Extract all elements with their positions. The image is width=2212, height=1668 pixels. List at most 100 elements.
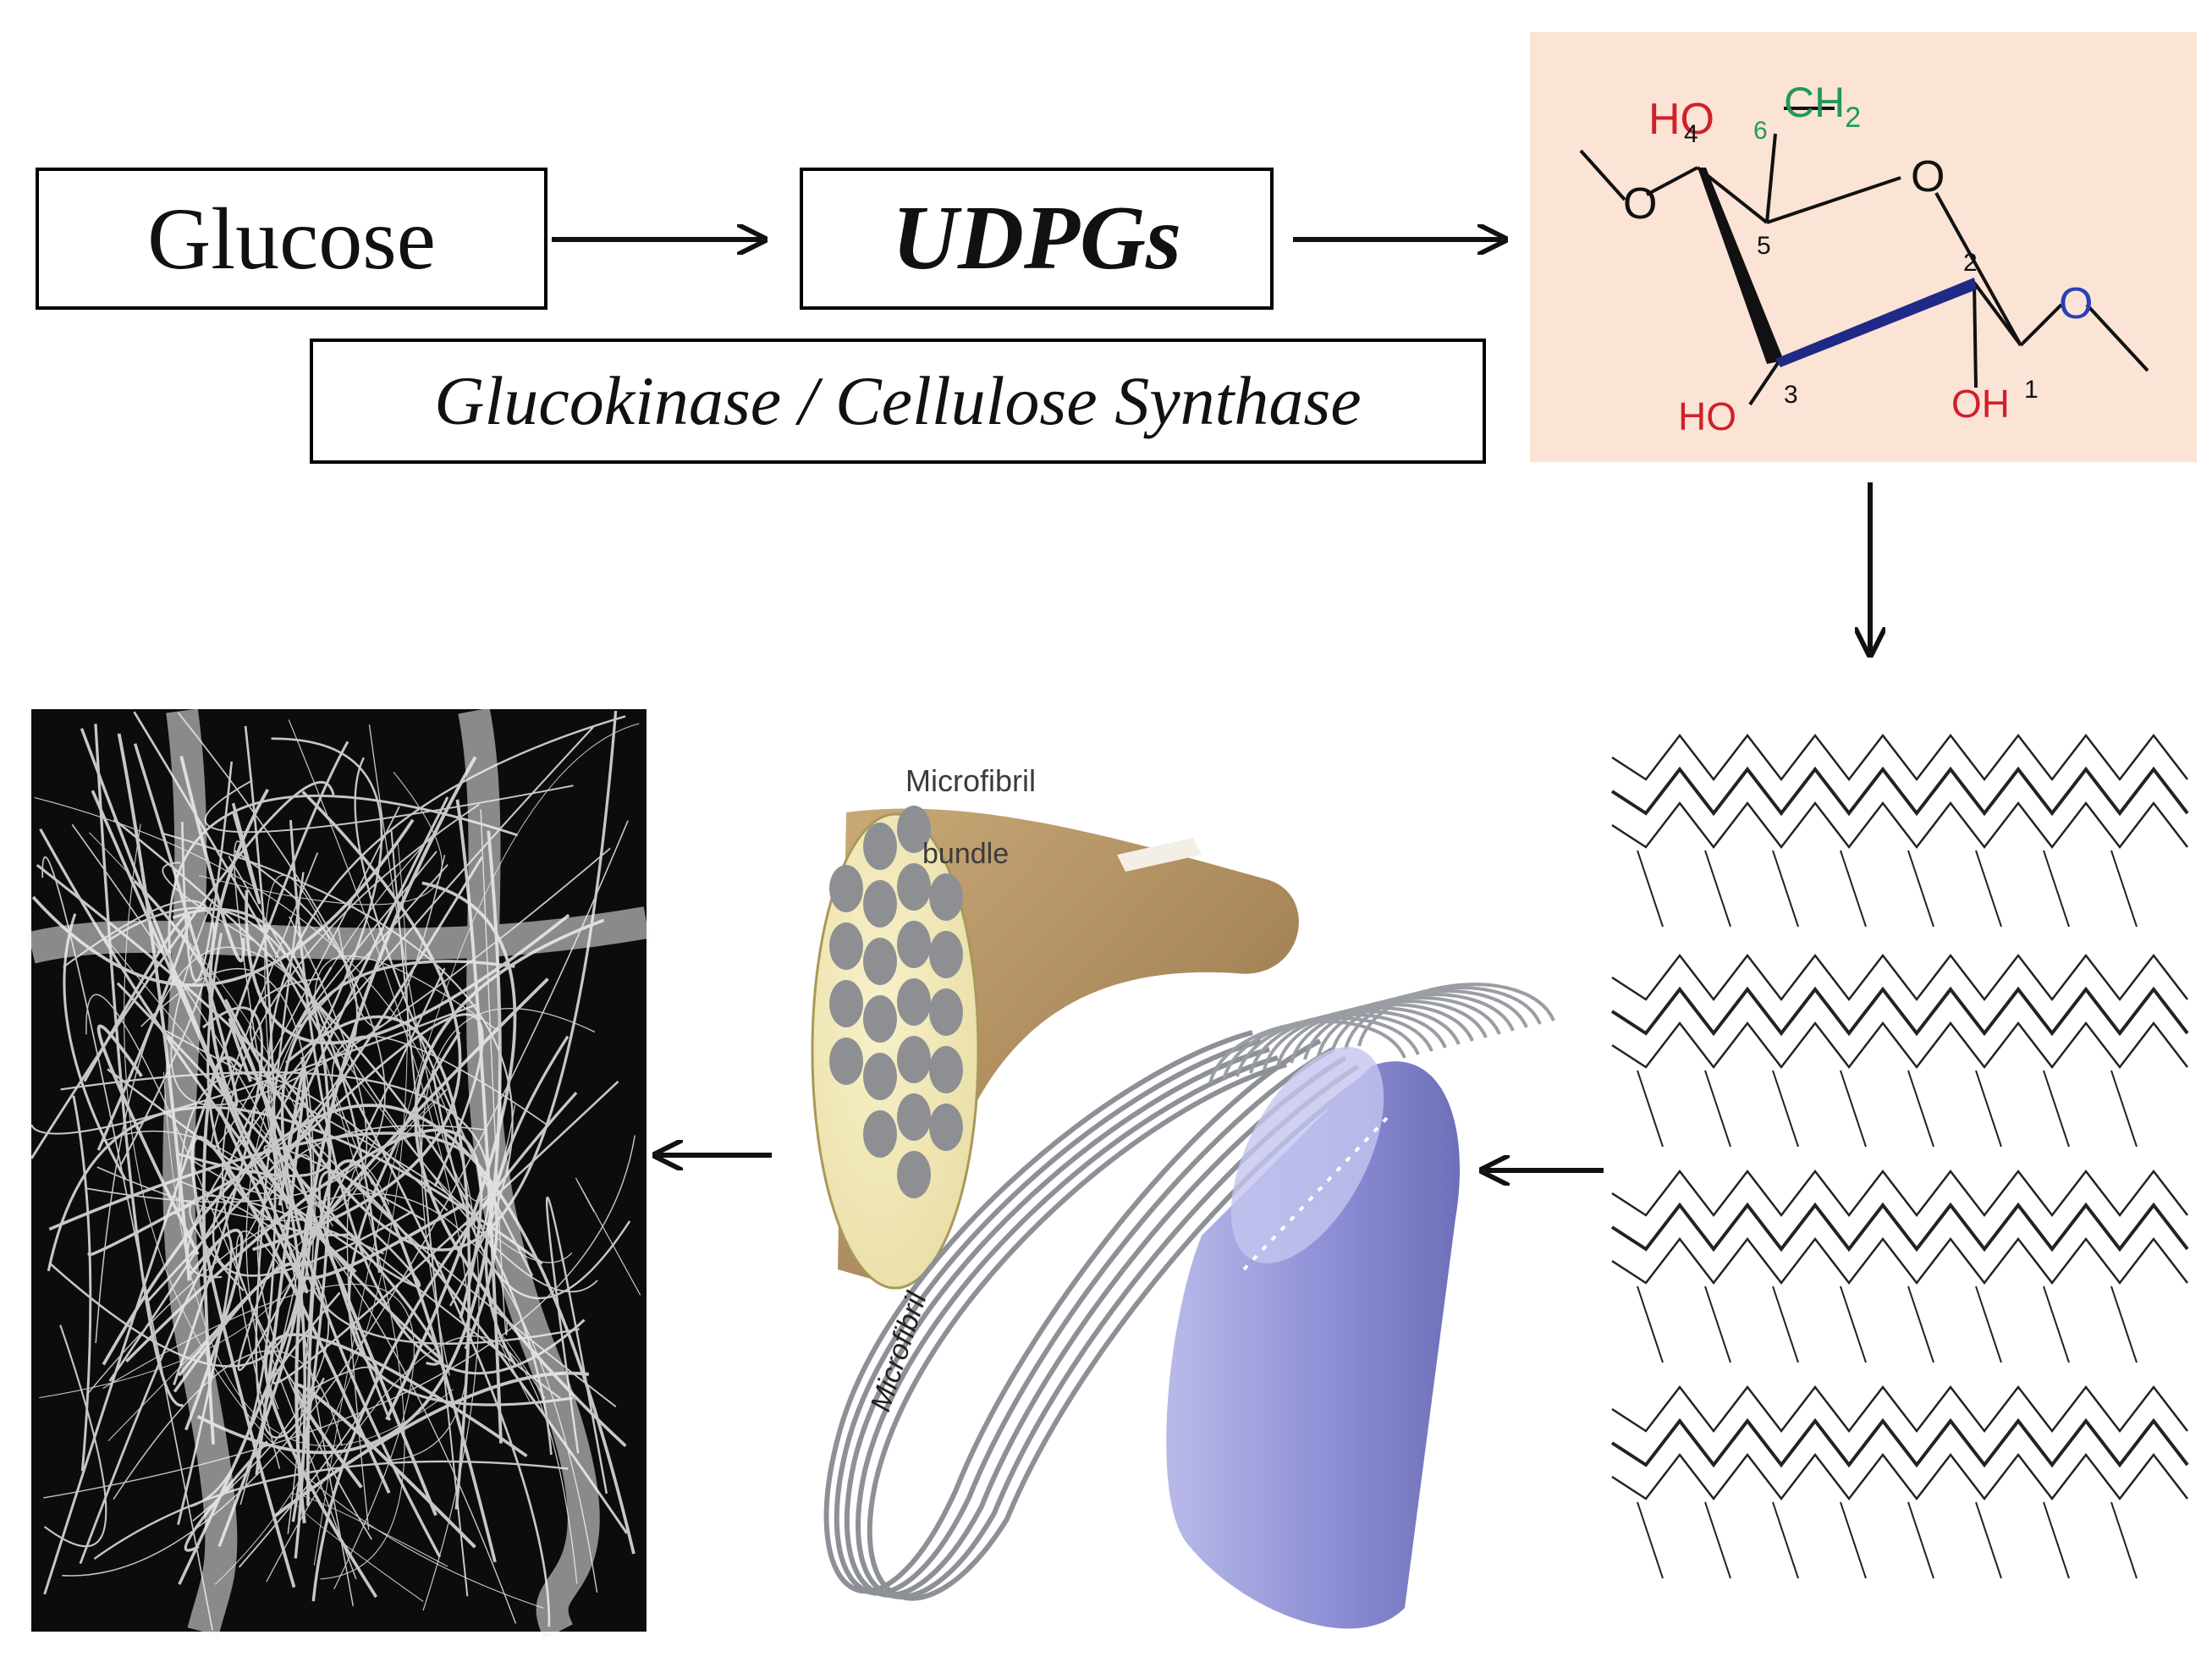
hydrogen-bond — [1704, 850, 1731, 928]
hydrogen-bond — [1637, 850, 1664, 928]
sem-fiber — [102, 1130, 517, 1624]
cellulose-chain — [1611, 1236, 2188, 1285]
fibril-cross-section — [863, 1110, 897, 1158]
sem-fiber — [47, 1105, 543, 1272]
sem-fiber — [36, 863, 332, 1177]
fibril-cross-section — [897, 978, 931, 1026]
fibril-cross-section — [897, 863, 931, 911]
microfibril-arch — [1357, 983, 1555, 1047]
hydrogen-bond — [2043, 850, 2070, 928]
cellulose-chain — [1611, 953, 2188, 1002]
cellulose-chain — [1610, 1202, 2189, 1252]
hydrogen-bond — [1772, 1285, 1799, 1363]
bond-ringO-c1 — [1934, 192, 2022, 346]
microfibril-strands — [823, 1030, 1373, 1601]
fibril-cross-section — [929, 1046, 963, 1093]
ether-oxygen-right-label: O — [2059, 279, 2093, 328]
sem-fiber — [245, 834, 434, 1410]
sem-fiber — [201, 1055, 243, 1445]
bond-o-c4 — [1646, 166, 1698, 196]
sem-fiber — [311, 1091, 578, 1602]
sem-fiber — [204, 779, 574, 834]
sem-fiber — [267, 715, 626, 1209]
fibril-cross-section — [863, 823, 897, 870]
sem-fiber — [575, 1177, 641, 1296]
sem-fiber — [43, 1135, 636, 1499]
hydrogen-bond — [1637, 1070, 1664, 1148]
cellulose-chain-lattice — [1610, 733, 2189, 1579]
cellulose-chain — [1611, 1169, 2188, 1218]
fibril-cross-section — [929, 931, 963, 978]
sem-fiber — [234, 840, 355, 1607]
sem-fiber — [116, 982, 442, 1366]
ho-top-label: HO — [1648, 95, 1714, 144]
fibril-cross-section — [929, 1104, 963, 1151]
hydrogen-bond — [1840, 1285, 1867, 1363]
sem-fiber — [190, 1135, 391, 1588]
sem-fiber — [295, 977, 549, 1280]
glucose-ring-diagram: HO CH2 O O O HO OH 1 2 3 4 5 6 — [1579, 79, 2149, 438]
hydrogen-bond — [1840, 850, 1867, 928]
sem-fiber — [288, 719, 470, 1461]
bond-c2-oh — [1973, 282, 1978, 388]
hydrogen-bond — [2110, 1070, 2138, 1148]
enzyme-label: Glucokinase / Cellulose Synthase — [434, 362, 1362, 439]
microfibril-bundle-label-1: Microfibril — [905, 763, 1036, 798]
hydrogen-bond — [1840, 1501, 1867, 1579]
hydrogen-bond — [1975, 1070, 2002, 1148]
bond-o-methyl — [2085, 303, 2149, 372]
carbon-number-5: 5 — [1757, 232, 1771, 260]
hydrogen-bond — [1704, 1070, 1731, 1148]
cellulose-chain — [1610, 1418, 2189, 1468]
fibril-cross-section — [829, 922, 863, 970]
fibril-cross-section — [863, 1053, 897, 1100]
sem-fiber — [211, 806, 400, 1149]
sem-fiber — [545, 1197, 608, 1495]
cellulose-network-image — [27, 707, 650, 1639]
sem-fiber — [113, 1350, 343, 1500]
ring-oxygen-label: O — [1911, 152, 1945, 201]
fibril-cross-section — [929, 988, 963, 1036]
sem-fiber — [348, 1031, 574, 1407]
hydrogen-bond — [1704, 1285, 1731, 1363]
fibril-cross-section — [897, 1151, 931, 1198]
hydrogen-bond — [1975, 1285, 2002, 1363]
sem-fiber — [255, 872, 325, 1439]
ch2-main: CH — [1784, 79, 1845, 126]
fibril-cross-section — [829, 865, 863, 912]
sem-fiber — [86, 712, 386, 1203]
sem-fiber — [43, 1324, 107, 1548]
ch2-label: CH2 — [1784, 79, 1861, 134]
sem-fiber — [196, 830, 502, 1455]
hydrogen-bond — [1772, 1501, 1799, 1579]
sem-fiber — [168, 795, 519, 983]
fibril-cross-section — [897, 921, 931, 968]
bond-c1-c2 — [1973, 281, 2022, 347]
hydrogen-bond — [1907, 1285, 1934, 1363]
bond-c3-ho — [1748, 359, 1781, 406]
cellulose-chain — [1610, 986, 2189, 1037]
cellulose-synthase-cylinder — [1166, 1047, 1461, 1629]
hydrogen-bond — [1907, 850, 1934, 928]
fibril-cross-section — [863, 995, 897, 1043]
hydrogen-bond — [1637, 1285, 1664, 1363]
hydrogen-bond — [1840, 1070, 1867, 1148]
sem-fiber — [60, 1071, 491, 1307]
ch2-subscript: 2 — [1845, 102, 1861, 134]
sem-fiber — [255, 1066, 306, 1476]
glucose-structure-panel: HO CH2 O O O HO OH 1 2 3 4 5 6 — [1530, 32, 2197, 462]
sem-fiber — [252, 790, 462, 1252]
fibril-cross-section — [897, 1093, 931, 1141]
hydrogen-bond — [2043, 1501, 2070, 1579]
udpg-label: UDPGs — [892, 188, 1181, 289]
glucose-label: Glucose — [147, 190, 436, 288]
fibril-cross-section — [897, 1036, 931, 1083]
carbon-number-3: 3 — [1784, 381, 1798, 409]
hydrogen-bond — [1907, 1501, 1934, 1579]
cellulose-chain — [1610, 766, 2189, 817]
microfibril-bundle-illustration — [811, 806, 1299, 1290]
glucose-box: Glucose — [36, 168, 547, 310]
sem-fiber — [184, 1440, 268, 1552]
sem-fiber — [199, 771, 443, 906]
cellulose-chain — [1611, 1384, 2188, 1434]
